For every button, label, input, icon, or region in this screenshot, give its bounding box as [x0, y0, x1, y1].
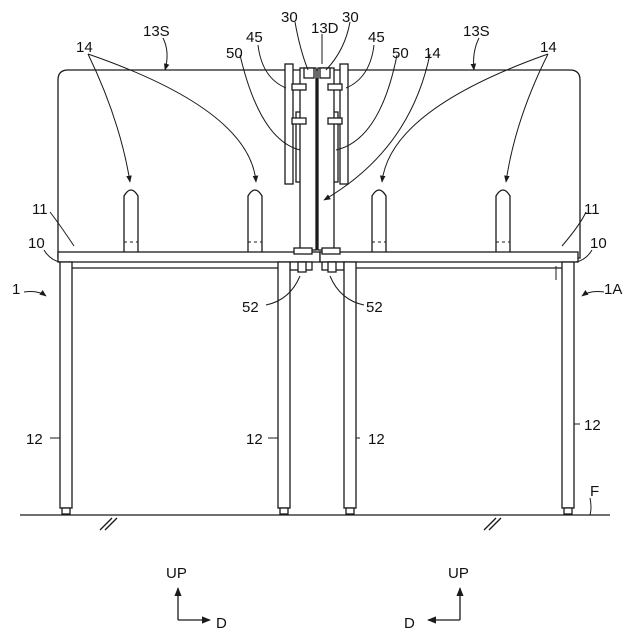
label-1-left: 1	[12, 281, 20, 298]
label-12-c: 12	[368, 431, 385, 448]
label-52-left: 52	[242, 299, 259, 316]
label-13d: 13D	[311, 20, 339, 37]
label-30-right: 30	[342, 9, 359, 26]
label-13s-right: 13S	[463, 23, 490, 40]
legs	[60, 262, 574, 514]
label-12-a: 12	[26, 431, 43, 448]
label-50-left: 50	[226, 45, 243, 62]
lamp-3	[372, 190, 386, 262]
label-45-right: 45	[368, 29, 385, 46]
label-13s-left: 13S	[143, 23, 170, 40]
label-12-d: 12	[584, 417, 601, 434]
label-11-left: 11	[32, 201, 48, 218]
lamp-1	[124, 190, 138, 262]
lamp-4	[496, 190, 510, 262]
desk-tops	[58, 252, 578, 280]
floor	[20, 515, 610, 530]
label-30-left: 30	[281, 9, 298, 26]
label-up-right: UP	[448, 565, 469, 582]
label-d-right: D	[404, 615, 415, 632]
label-14-b: 14	[424, 45, 441, 62]
label-45-left: 45	[246, 29, 263, 46]
label-52-right: 52	[366, 299, 383, 316]
label-14-c: 14	[540, 39, 557, 56]
label-10-right: 10	[590, 235, 607, 252]
lamp-2	[248, 190, 262, 262]
axis-right	[428, 588, 460, 620]
center-partition	[285, 64, 348, 250]
label-d-left: D	[216, 615, 227, 632]
label-12-b: 12	[246, 431, 263, 448]
label-14-a: 14	[76, 39, 93, 56]
axis-left	[178, 588, 210, 620]
label-11-right: 11	[584, 201, 600, 218]
label-up-left: UP	[166, 565, 187, 582]
label-50-right: 50	[392, 45, 409, 62]
label-floor: F	[590, 483, 599, 500]
label-1a-right: 1A	[604, 281, 622, 298]
label-10-left: 10	[28, 235, 45, 252]
